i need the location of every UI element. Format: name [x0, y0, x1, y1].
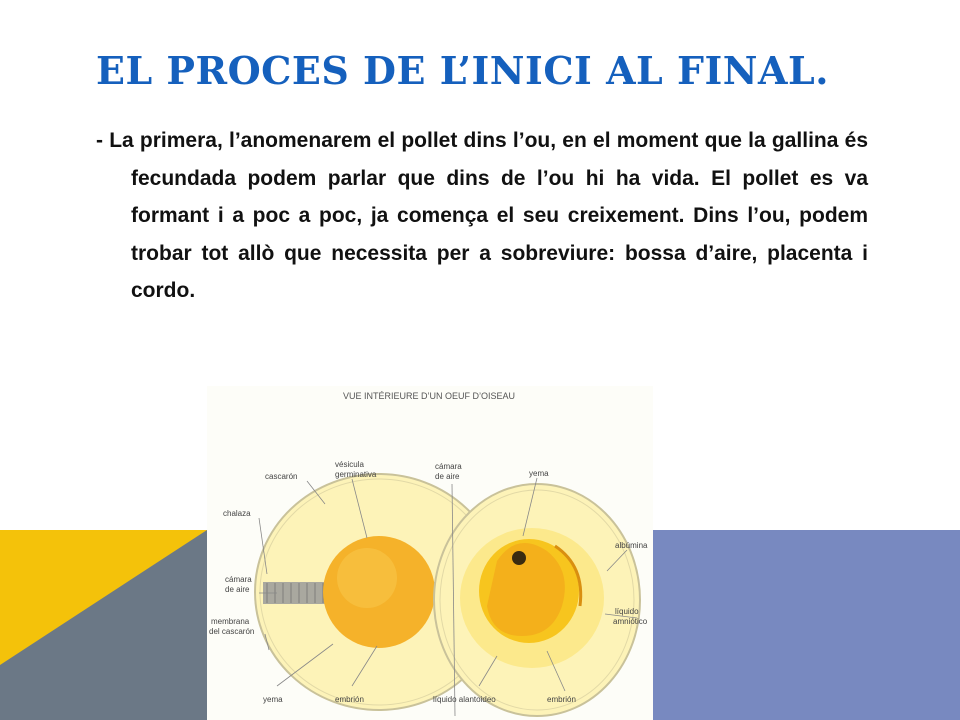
- label-membrana-2: del cascarón: [209, 627, 254, 636]
- yellow-triangle: [0, 530, 207, 665]
- slide-title: EL PROCES DE L’INICI AL FINAL.: [96, 48, 829, 93]
- label-vesicula-2: germinativa: [335, 470, 377, 479]
- label-camara-right-2: de aire: [435, 472, 460, 481]
- right-egg: [433, 483, 641, 717]
- body-paragraph: - La primera, l’anomenarem el pollet din…: [96, 129, 868, 302]
- label-vesicula-1: vésicula: [335, 460, 364, 469]
- label-cascaron: cascarón: [265, 472, 297, 481]
- label-albumina: albúmina: [615, 541, 648, 550]
- label-camara-left-2: de aire: [225, 585, 250, 594]
- label-yema-right: yema: [529, 469, 549, 478]
- label-membrana-1: membrana: [211, 617, 250, 626]
- label-embrion-right: embrión: [547, 695, 576, 704]
- label-liquido-amniotico-1: líquido: [615, 607, 639, 616]
- figure-title: VUE INTÉRIEURE D’UN OEUF D’OISEAU: [343, 391, 515, 401]
- egg-diagram-figure: VUE INTÉRIEURE D’UN OEUF D’OISEAU: [207, 386, 653, 720]
- label-camara-left-1: cámara: [225, 575, 252, 584]
- label-liquido-alantoideo: líquido alantoideo: [433, 695, 496, 704]
- label-camara-right-1: cámara: [435, 462, 462, 471]
- label-liquido-amniotico-2: amniótico: [613, 617, 648, 626]
- egg-diagram: VUE INTÉRIEURE D’UN OEUF D’OISEAU: [207, 386, 653, 720]
- label-embrion-left: embrión: [335, 695, 364, 704]
- label-yema-left: yema: [263, 695, 283, 704]
- label-chalaza: chalaza: [223, 509, 251, 518]
